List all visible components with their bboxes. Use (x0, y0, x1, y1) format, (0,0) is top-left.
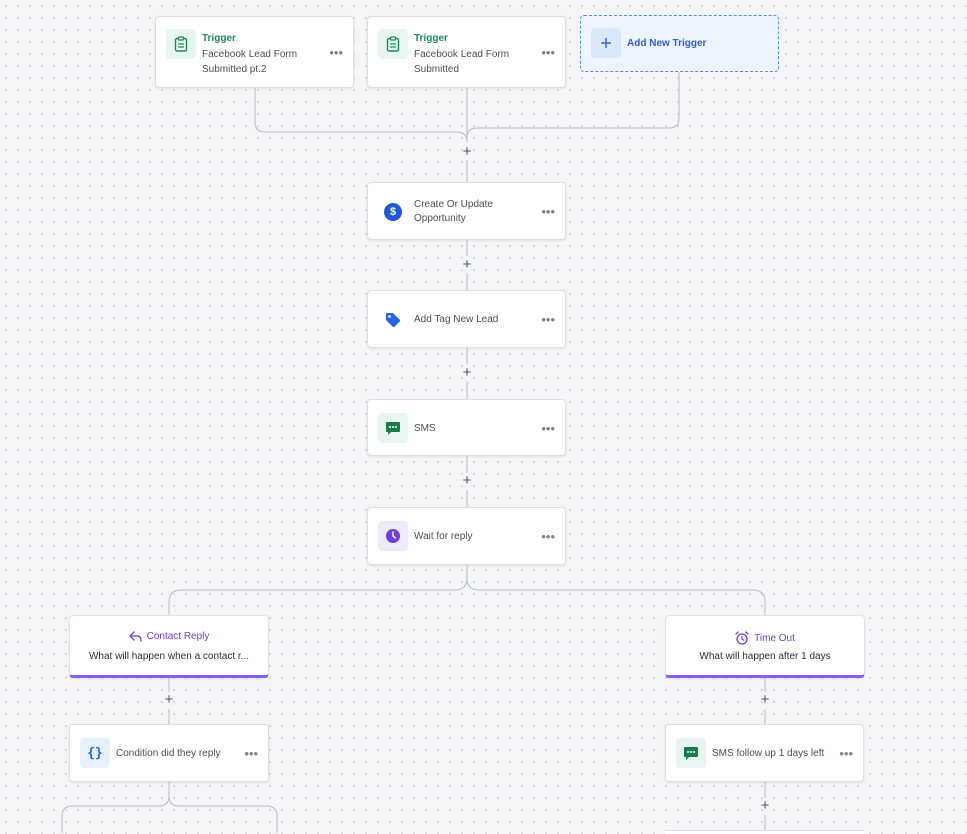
action-label: SMS (414, 423, 436, 434)
clipboard-icon (166, 29, 196, 59)
more-options-icon[interactable]: ••• (541, 421, 555, 436)
add-step-button[interactable]: + (462, 364, 472, 381)
clipboard-icon (378, 29, 408, 59)
trigger-subtitle: Facebook Lead Form Submitted pt.2 (202, 49, 298, 75)
add-step-button[interactable]: + (462, 143, 472, 160)
braces-icon: {} (80, 738, 110, 768)
trigger-subtitle: Facebook Lead Form Submitted (414, 49, 510, 75)
add-step-button[interactable]: + (760, 797, 770, 814)
action-condition[interactable]: {} Condition did they reply ••• (69, 724, 269, 782)
trigger-title: Trigger (202, 33, 236, 44)
branch-description: What will happen when a contact r... (88, 651, 250, 662)
sms-icon (378, 413, 408, 443)
more-options-icon[interactable]: ••• (541, 45, 555, 60)
next-node-edge (665, 830, 864, 834)
action-label: Add Tag New Lead (414, 314, 499, 325)
branch-title-row: Time Out (666, 631, 864, 645)
branch-title: Contact Reply (146, 631, 210, 642)
trigger-title: Trigger (414, 33, 448, 44)
action-sms-follow-up[interactable]: SMS follow up 1 days left ••• (665, 724, 864, 782)
more-options-icon[interactable]: ••• (541, 204, 555, 219)
more-options-icon[interactable]: ••• (541, 529, 555, 544)
clock-icon (378, 521, 408, 551)
alarm-clock-icon (735, 631, 749, 645)
branch-contact-reply[interactable]: Contact Reply What will happen when a co… (69, 615, 269, 678)
action-sms[interactable]: SMS ••• (367, 399, 566, 456)
branch-title-row: Contact Reply (70, 631, 268, 642)
action-add-tag[interactable]: Add Tag New Lead ••• (367, 290, 566, 348)
action-label: Condition did they reply (116, 748, 221, 759)
dollar-icon: $ (384, 203, 402, 221)
action-label: Wait for reply (414, 531, 473, 542)
add-step-button[interactable]: + (164, 691, 174, 708)
reply-arrow-icon (128, 631, 142, 642)
add-new-trigger-label: Add New Trigger (627, 38, 707, 49)
more-options-icon[interactable]: ••• (329, 45, 343, 60)
branch-description: What will happen after 1 days (699, 651, 831, 662)
more-options-icon[interactable]: ••• (244, 746, 258, 761)
add-new-trigger-button[interactable]: Add New Trigger (580, 15, 779, 72)
add-step-button[interactable]: + (462, 256, 472, 273)
add-step-button[interactable]: + (462, 472, 472, 489)
more-options-icon[interactable]: ••• (839, 746, 853, 761)
action-wait-for-reply[interactable]: Wait for reply ••• (367, 507, 566, 565)
trigger-card-2[interactable]: Trigger Facebook Lead Form Submitted ••• (367, 16, 566, 88)
action-label: Create Or Update Opportunity (414, 199, 493, 224)
action-create-update-opportunity[interactable]: $ Create Or Update Opportunity ••• (367, 182, 566, 240)
branch-time-out[interactable]: Time Out What will happen after 1 days (665, 615, 865, 678)
tag-icon (384, 311, 402, 329)
more-options-icon[interactable]: ••• (541, 312, 555, 327)
plus-icon (591, 28, 621, 58)
add-step-button[interactable]: + (760, 691, 770, 708)
branch-title: Time Out (754, 632, 795, 644)
action-label: SMS follow up 1 days left (712, 748, 825, 759)
sms-icon (676, 738, 706, 768)
trigger-card-1[interactable]: Trigger Facebook Lead Form Submitted pt.… (155, 16, 354, 88)
